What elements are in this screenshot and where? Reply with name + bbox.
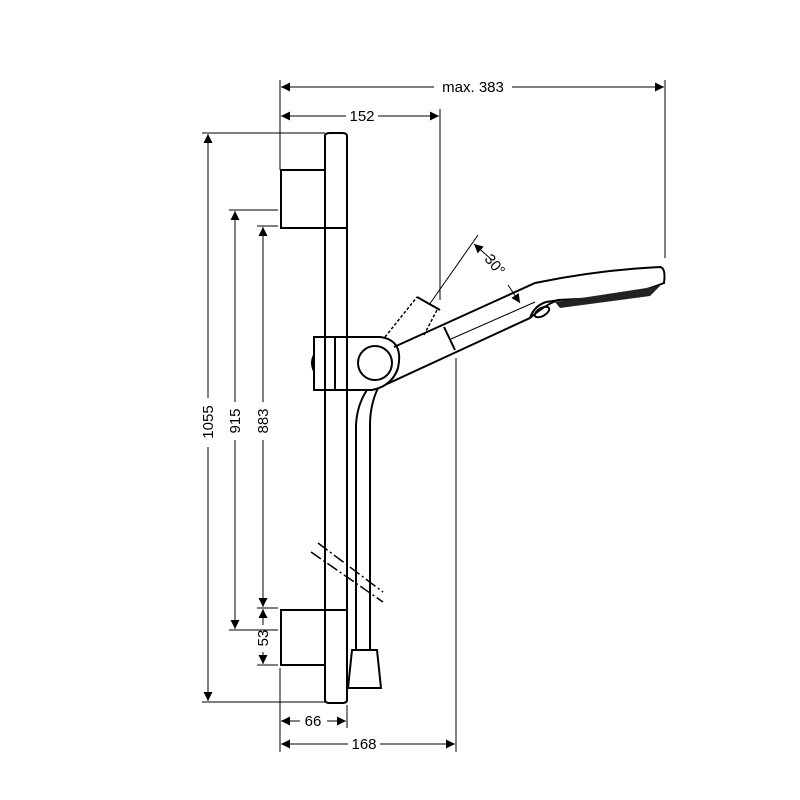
angle-label: 30° [481, 251, 509, 279]
shower-rail [324, 132, 348, 704]
dimension-label: 915 [227, 408, 244, 433]
dimension-label: max. 383 [442, 79, 504, 96]
dimension-152: 152 [281, 108, 439, 125]
dimension-53: 53 [255, 609, 272, 664]
dimension-label: 66 [305, 713, 322, 730]
dimension-max-383: max. 383 [281, 79, 664, 96]
dimension-66: 66 [281, 713, 346, 730]
dimension-label: 1055 [200, 405, 217, 438]
extension-lines [202, 80, 666, 752]
top-wall-bracket [280, 169, 326, 229]
slider-holder [311, 336, 401, 391]
spray-face [555, 286, 660, 308]
dimension-883: 883 [255, 227, 272, 607]
dimension-168: 168 [281, 736, 455, 753]
break-line [310, 542, 384, 603]
dimension-label: 168 [351, 736, 376, 753]
shower-hose [346, 387, 383, 689]
dimension-915: 915 [227, 211, 244, 629]
dimension-label: 883 [255, 408, 272, 433]
dimension-label: 152 [349, 108, 374, 125]
hand-shower [386, 265, 666, 385]
dimension-1055: 1055 [200, 134, 217, 701]
dimension-label: 53 [255, 630, 272, 647]
hose-cone [346, 649, 383, 689]
bottom-wall-bracket [280, 609, 326, 666]
tilted-position-outline [384, 296, 441, 338]
